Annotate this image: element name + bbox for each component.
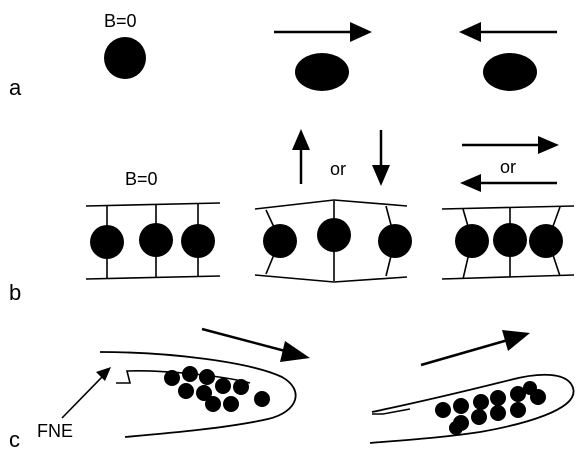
arrow-diagonal-head — [502, 330, 530, 351]
particle — [523, 381, 537, 395]
particle — [90, 225, 124, 259]
particle — [529, 224, 563, 258]
particle — [223, 396, 239, 412]
panel-c-annotation-fne: FNE — [37, 421, 73, 441]
particle — [453, 398, 469, 414]
particle — [510, 402, 526, 418]
cell-inner-line — [116, 370, 251, 384]
particle-cluster — [164, 366, 270, 412]
particle — [510, 386, 526, 402]
annotation-pointer — [61, 375, 104, 419]
annotation-pointer-head — [96, 367, 111, 381]
arrow-diagonal-icon — [201, 327, 290, 354]
arrow-left-head — [459, 22, 481, 42]
chain-vertical-field — [254, 199, 412, 283]
cell-outline — [369, 373, 575, 444]
particle — [182, 366, 198, 382]
arrow-diagonal-head — [280, 341, 310, 362]
arrow-left-head — [460, 174, 481, 192]
panel-a-letter: a — [9, 75, 22, 100]
panel-c-letter: c — [9, 427, 20, 449]
panel-c: c FNE — [9, 327, 575, 449]
arrow-right-head — [350, 22, 372, 42]
cell-inner-line — [372, 408, 411, 415]
arrow-diagonal-icon — [420, 338, 509, 367]
particle — [215, 378, 231, 394]
particle — [164, 370, 180, 386]
particle — [254, 391, 270, 407]
particle — [449, 421, 463, 435]
particle — [263, 224, 297, 258]
chain-horizontal-field — [441, 205, 575, 280]
panel-a: a B=0 — [9, 11, 557, 100]
particle — [473, 394, 489, 410]
particle — [139, 223, 173, 257]
panel-b-or-horizontal: or — [500, 157, 516, 177]
particle — [196, 385, 212, 401]
arrow-right-head — [538, 136, 559, 154]
particle — [490, 390, 506, 406]
panel-a-field-label: B=0 — [104, 11, 137, 31]
particle — [317, 218, 351, 252]
particle — [199, 369, 215, 385]
panel-b-or-vertical: or — [330, 159, 346, 179]
cell-outline — [99, 351, 297, 438]
particle — [178, 383, 194, 399]
panel-b-letter: b — [9, 280, 21, 305]
particle — [435, 402, 451, 418]
particle — [378, 224, 412, 258]
particle — [181, 224, 215, 258]
panel-b-field-label: B=0 — [125, 169, 158, 189]
particle — [205, 396, 221, 412]
particle-round — [104, 37, 146, 79]
particle — [490, 405, 506, 421]
particle-elongated-left — [483, 53, 537, 91]
particle — [233, 379, 249, 395]
arrow-up-head — [292, 129, 310, 150]
particle — [493, 223, 527, 257]
particle-elongated-right — [295, 53, 349, 91]
arrow-down-head — [372, 165, 390, 186]
panel-b: b B=0 or — [9, 129, 575, 305]
particle-cluster — [435, 381, 546, 435]
chain-no-field — [85, 202, 221, 280]
particle — [455, 224, 489, 258]
particle — [471, 409, 487, 425]
